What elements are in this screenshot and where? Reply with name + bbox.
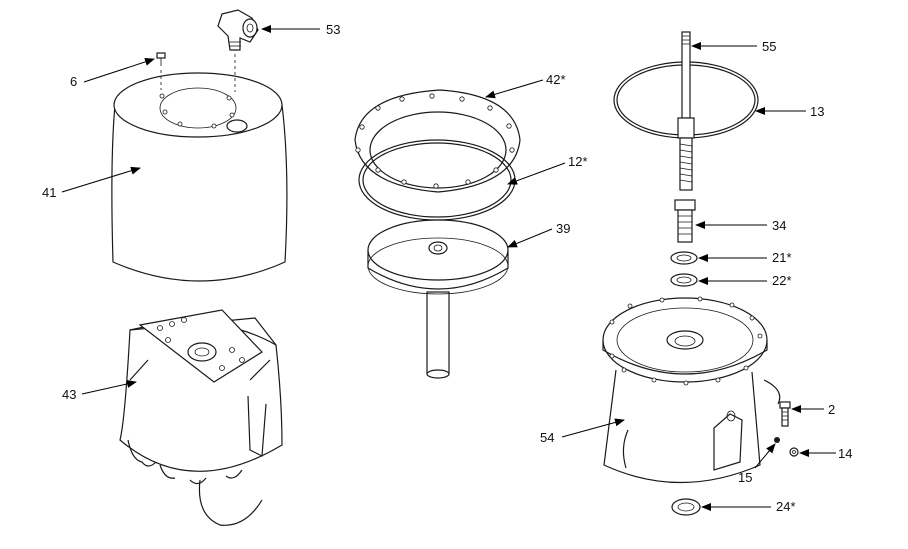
callout-55: 55 [762,39,776,54]
part-54-housing [602,296,781,483]
callout-41: 41 [42,185,56,200]
callout-42: 42* [546,72,566,87]
part-34-fitting [674,199,696,243]
part-41-cover [111,72,288,282]
part-42-gasket [354,89,521,193]
callout-13: 13 [810,104,824,119]
part-43-base [119,309,283,526]
callout-12: 12* [568,154,588,169]
callout-6: 6 [70,74,77,89]
callout-39: 39 [556,221,570,236]
callout-54: 54 [540,430,554,445]
callout-2: 2 [828,402,835,417]
part-15-plug [774,437,780,443]
callout-43: 43 [62,387,76,402]
part-21-washer [670,251,698,265]
part-39-diaphragm [367,219,509,379]
part-6-screw [156,52,166,90]
callout-24: 24* [776,499,796,514]
callout-15: 15 [738,470,752,485]
callout-53: 53 [326,22,340,37]
part-14-fitting [789,447,799,457]
callout-22: 22* [772,273,792,288]
leader-lines [61,25,836,511]
callout-34: 34 [772,218,786,233]
part-2-screw [779,401,791,427]
callout-labels: 6 53 41 43 42* 12* 39 55 13 34 21* 22* 5… [42,22,852,514]
callout-14: 14 [838,446,852,461]
callout-21: 21* [772,250,792,265]
part-55-rod [677,31,695,191]
part-22-washer [670,273,698,287]
part-24-washer [671,498,701,516]
part-53-elbow-fitting [217,9,259,92]
